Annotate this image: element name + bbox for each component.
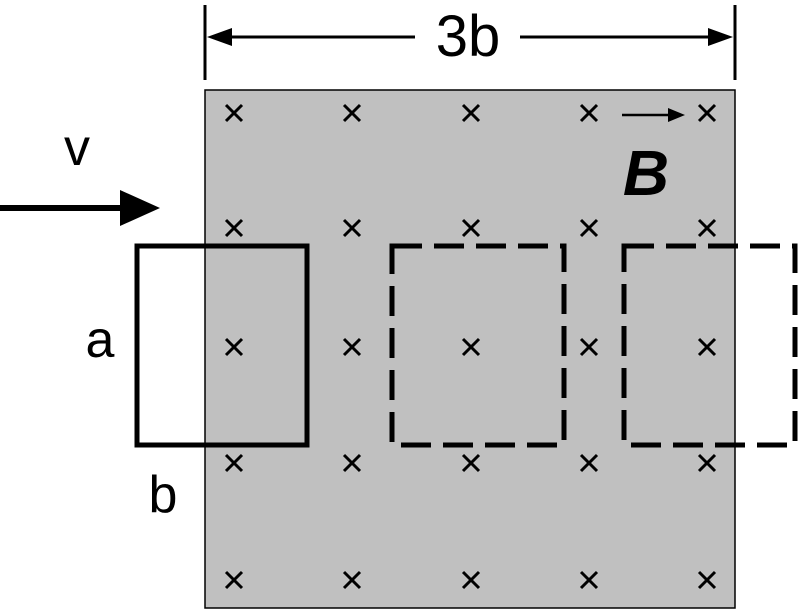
field-marker-stroke [579, 337, 599, 357]
field-marker-x-icon [579, 337, 599, 357]
field-marker-x-icon [579, 218, 599, 238]
field-marker-stroke [461, 218, 481, 238]
field-vector-arrowhead [668, 108, 685, 122]
field-marker-stroke [342, 218, 362, 238]
field-marker-x-icon [224, 337, 244, 357]
field-marker-x-icon [342, 570, 362, 590]
field-marker-stroke [224, 570, 244, 590]
field-marker-stroke [697, 218, 717, 238]
field-marker-stroke [342, 570, 362, 590]
field-marker-x-icon [579, 103, 599, 123]
field-marker-x-icon [461, 570, 481, 590]
field-marker-stroke [579, 453, 599, 473]
field-markers [224, 103, 717, 590]
field-marker-x-icon [697, 103, 717, 123]
field-marker-stroke [461, 103, 481, 123]
field-marker-stroke [697, 103, 717, 123]
field-marker-x-icon [342, 453, 362, 473]
field-marker-x-icon [461, 453, 481, 473]
field-marker-x-icon [461, 337, 481, 357]
velocity-label: v [64, 119, 90, 177]
field-marker-x-icon [697, 453, 717, 473]
field-marker-x-icon [579, 570, 599, 590]
field-marker-stroke [224, 218, 244, 238]
field-marker-stroke [224, 103, 244, 123]
field-marker-x-icon [342, 103, 362, 123]
field-marker-stroke [342, 103, 362, 123]
field-marker-stroke [224, 453, 244, 473]
field-marker-x-icon [342, 337, 362, 357]
side-a-label: a [86, 311, 115, 369]
field-marker-x-icon [342, 218, 362, 238]
field-marker-stroke [579, 218, 599, 238]
width-label: 3b [436, 4, 501, 69]
loop-initial [134, 243, 310, 448]
field-marker-x-icon [461, 103, 481, 123]
field-marker-x-icon [697, 337, 717, 357]
field-marker-stroke [461, 453, 481, 473]
field-marker-x-icon [224, 453, 244, 473]
field-marker-stroke [697, 337, 717, 357]
dimension-arrowhead-left [207, 28, 232, 46]
field-marker-stroke [579, 570, 599, 590]
field-marker-stroke [461, 570, 481, 590]
field-marker-x-icon [224, 570, 244, 590]
field-label: B [623, 137, 669, 209]
loop-dashed-right [621, 243, 798, 448]
field-marker-stroke [342, 453, 362, 473]
field-marker-x-icon [461, 218, 481, 238]
field-marker-x-icon [697, 570, 717, 590]
field-marker-x-icon [224, 103, 244, 123]
velocity-arrowhead [120, 190, 160, 226]
side-b-label: b [149, 466, 178, 524]
field-vector-label: B [622, 108, 685, 209]
velocity-arrow: v [0, 119, 160, 226]
field-marker-stroke [697, 453, 717, 473]
field-marker-stroke [342, 337, 362, 357]
loop-dashed-middle [389, 243, 567, 448]
field-marker-x-icon [224, 218, 244, 238]
field-marker-stroke [579, 103, 599, 123]
field-marker-stroke [697, 570, 717, 590]
field-marker-x-icon [579, 453, 599, 473]
dimension-arrowhead-right [708, 28, 733, 46]
width-dimension: 3b [203, 4, 737, 80]
field-marker-stroke [224, 337, 244, 357]
field-marker-stroke [461, 337, 481, 357]
field-marker-x-icon [697, 218, 717, 238]
